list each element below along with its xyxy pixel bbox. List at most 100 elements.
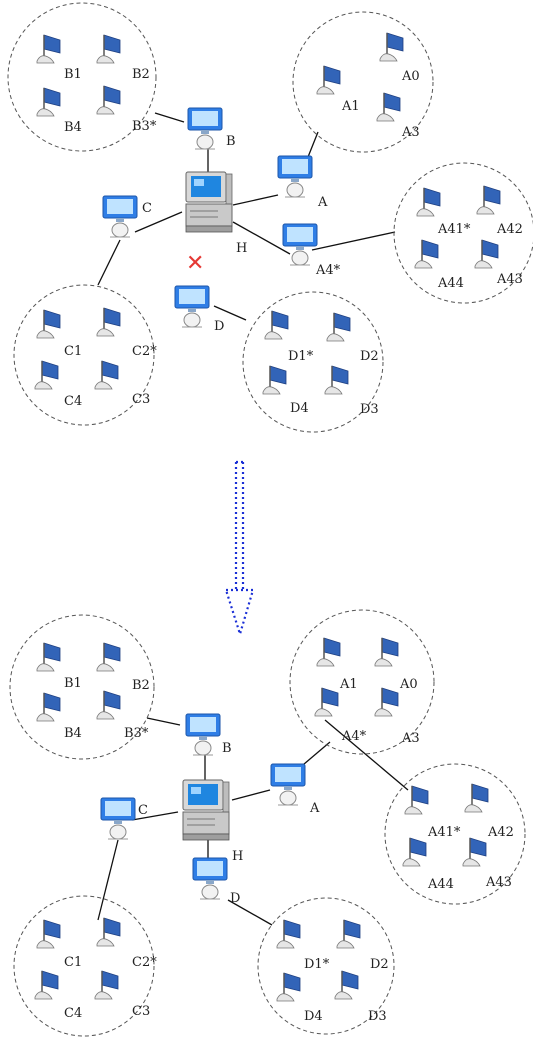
leaf-node-icon	[34, 970, 59, 1000]
station-b-icon[interactable]	[187, 107, 223, 150]
station-label-b: B	[226, 134, 236, 149]
leaf-node-icon	[334, 970, 359, 1000]
host-label: H	[236, 241, 247, 256]
cluster-c-bottom	[13, 895, 155, 1037]
leaf-label: D4	[290, 401, 309, 416]
leaf-node-icon	[336, 919, 361, 949]
leaf-label: B2	[132, 67, 150, 82]
leaf-label: B3*	[124, 726, 149, 741]
leaf-node-icon	[376, 92, 401, 122]
leaf-label: A1	[341, 99, 360, 114]
leaf-label: B3*	[132, 119, 157, 134]
leaf-label: A3	[401, 125, 420, 140]
cluster-c-top	[13, 284, 155, 426]
leaf-node-icon	[414, 239, 439, 269]
station-label-d: D	[214, 319, 224, 334]
cluster-d-top	[242, 291, 384, 433]
leaf-node-icon	[314, 687, 339, 717]
station-a-icon[interactable]	[277, 155, 313, 198]
leaf-node-icon	[264, 310, 289, 340]
leaf-node-icon	[96, 642, 121, 672]
leaf-label: B4	[64, 120, 82, 135]
leaf-label: B2	[132, 678, 150, 693]
station-label-a: A	[309, 801, 320, 816]
top-edges	[97, 112, 396, 321]
leaf-node-icon	[402, 837, 427, 867]
station-label-c: C	[138, 803, 148, 818]
leaf-label: B1	[64, 676, 82, 691]
leaf-node-icon	[96, 34, 121, 64]
cluster-b-top	[7, 2, 157, 152]
leaf-node-icon	[476, 185, 501, 215]
station-a-icon[interactable]	[270, 763, 306, 806]
leaf-label: C3	[132, 392, 150, 407]
station-d-icon[interactable]	[192, 857, 228, 900]
leaf-node-icon	[94, 970, 119, 1000]
leaf-label: A42	[487, 825, 514, 840]
cluster-a4-top	[393, 162, 533, 304]
leaf-label: D1*	[288, 349, 314, 364]
cluster-b-bottom	[9, 614, 155, 760]
station-c-icon[interactable]	[102, 195, 138, 238]
leaf-node-icon	[416, 187, 441, 217]
leaf-node-icon	[34, 360, 59, 390]
leaf-label: A41*	[427, 825, 461, 840]
leaf-label: A0	[399, 677, 418, 692]
bottom-edges	[97, 717, 409, 926]
leaf-node-icon	[464, 783, 489, 813]
leaf-node-icon	[36, 87, 61, 117]
leaf-label: A44	[427, 877, 454, 892]
red-x-icon: ✕	[186, 251, 204, 276]
leaf-label: C1	[64, 344, 82, 359]
leaf-node-icon	[96, 690, 121, 720]
station-label-a4: A4*	[315, 263, 341, 278]
leaf-label: D3	[368, 1009, 387, 1024]
leaf-label: D2	[370, 957, 389, 972]
host-computer-icon[interactable]	[185, 171, 233, 233]
leaf-node-icon	[94, 360, 119, 390]
leaf-node-icon	[36, 642, 61, 672]
leaf-label: C4	[64, 1006, 82, 1021]
station-d-icon[interactable]	[174, 285, 210, 328]
host-label: H	[232, 849, 243, 864]
leaf-node-icon	[96, 917, 121, 947]
leaf-node-icon	[404, 785, 429, 815]
leaf-label: A44	[437, 276, 464, 291]
leaf-node-icon	[96, 85, 121, 115]
leaf-label: D2	[360, 349, 379, 364]
cluster-d-bottom	[257, 897, 395, 1035]
leaf-label: B4	[64, 726, 82, 741]
leaf-node-icon	[326, 312, 351, 342]
station-label-c: C	[142, 201, 152, 216]
leaf-label: C4	[64, 394, 82, 409]
leaf-label: A43	[485, 875, 512, 890]
leaf-node-icon	[96, 307, 121, 337]
station-a4-icon[interactable]	[282, 223, 318, 266]
leaf-node-icon	[276, 972, 301, 1002]
leaf-label: D4	[304, 1009, 323, 1024]
host-computer-icon[interactable]	[182, 779, 230, 841]
station-label-a: A	[317, 195, 328, 210]
bottom-network: B1 B2 B4 B3* A1 A0 A4* A3 A41* A42 A44 A…	[9, 609, 526, 1037]
leaf-label: A42	[496, 222, 523, 237]
cluster-a4-bottom	[384, 763, 526, 905]
station-label-b: B	[222, 741, 232, 756]
leaf-node-icon	[324, 365, 349, 395]
leaf-label: A43	[496, 272, 523, 287]
station-c-icon[interactable]	[100, 797, 136, 840]
dotted-down-arrow-icon	[224, 460, 255, 638]
station-b-icon[interactable]	[185, 713, 221, 756]
leaf-label: A4*	[341, 729, 367, 744]
leaf-label: A1	[339, 677, 358, 692]
top-network: B1 B2 B4 B3* A0 A1 A3 A41* A42 A44 A43 C…	[7, 2, 533, 433]
leaf-node-icon	[374, 637, 399, 667]
leaf-label: D3	[360, 402, 379, 417]
leaf-node-icon	[316, 65, 341, 95]
leaf-label: A0	[401, 69, 420, 84]
leaf-label: A41*	[437, 222, 471, 237]
leaf-node-icon	[36, 692, 61, 722]
leaf-node-icon	[276, 919, 301, 949]
leaf-node-icon	[36, 309, 61, 339]
leaf-node-icon	[36, 919, 61, 949]
